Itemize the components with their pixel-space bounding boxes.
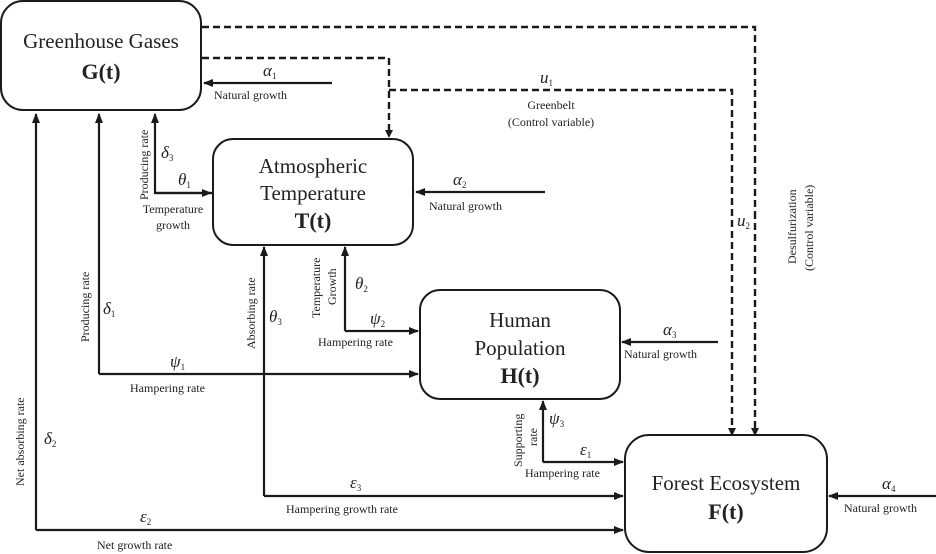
node-greenhouse-gases[interactable]: Greenhouse Gases G(t) — [0, 0, 202, 111]
alpha2-symbol: α2 — [453, 170, 466, 190]
u1-label-line2: (Control variable) — [508, 115, 594, 129]
alpha3-symbol: α3 — [663, 320, 677, 340]
atmospheric-temperature-box — [212, 138, 414, 246]
human-population-variable: H(t) — [500, 363, 539, 388]
theta2-symbol: θ2 — [355, 274, 368, 294]
g-to-t-arrowhead-icon — [385, 130, 393, 138]
u2-label-line2: (Control variable) — [802, 185, 816, 271]
atmospheric-temperature-title-line2: Temperature — [260, 181, 366, 205]
alpha1-label: Natural growth — [214, 88, 287, 102]
epsilon1-symbol: ε1 — [580, 440, 591, 460]
delta2-label: Net absorbing rate — [13, 397, 27, 486]
u2-dashed-line — [202, 25, 757, 432]
u1-label-line1: Greenbelt — [527, 98, 575, 112]
psi2-label: Hampering rate — [318, 335, 393, 349]
epsilon2-symbol: ε2 — [140, 507, 151, 527]
u2-label-line1: Desulfurization — [785, 189, 799, 264]
theta3-label: Absorbing rate — [244, 277, 258, 349]
alpha4-symbol: α4 — [882, 474, 896, 494]
delta1-label: Producing rate — [78, 272, 92, 342]
u2-arrowhead-icon — [751, 428, 759, 436]
alpha1-symbol: α1 — [263, 61, 276, 81]
alpha2-label: Natural growth — [429, 199, 502, 213]
g-to-t-dashed-line — [202, 56, 391, 133]
control-u2-path — [202, 25, 759, 436]
delta3-label: Producing rate — [137, 130, 151, 200]
atmospheric-temperature-variable: T(t) — [295, 208, 332, 233]
node-atmospheric-temperature[interactable]: Atmospheric Temperature T(t) — [212, 138, 414, 246]
greenhouse-gases-variable: G(t) — [81, 59, 120, 84]
psi3-symbol: ψ3 — [549, 409, 565, 429]
atmospheric-temperature-title-line1: Atmospheric — [259, 154, 367, 178]
forest-ecosystem-box — [624, 434, 828, 553]
greenhouse-gases-title: Greenhouse Gases — [23, 29, 179, 53]
forest-ecosystem-variable: F(t) — [708, 499, 743, 524]
theta3-symbol: θ3 — [269, 307, 282, 327]
psi1-symbol: ψ1 — [170, 352, 185, 372]
node-human-population[interactable]: Human Population H(t) — [419, 289, 621, 400]
u2-symbol: u2 — [737, 211, 750, 231]
epsilon1-label: Hampering rate — [525, 466, 600, 480]
psi3-label-line2: rate — [526, 428, 540, 446]
theta1-symbol: θ1 — [178, 170, 191, 190]
alpha4-label: Natural growth — [844, 501, 917, 515]
theta1-label-line1: Temperature — [143, 202, 203, 216]
greenhouse-gases-box — [0, 0, 202, 111]
epsilon3-symbol: ε3 — [350, 473, 362, 493]
psi3-label-line1: Supporting — [511, 414, 525, 467]
human-population-box — [419, 289, 621, 400]
epsilon2-label: Net growth rate — [97, 538, 172, 552]
forest-ecosystem-title: Forest Ecosystem — [652, 471, 801, 495]
delta3-symbol: δ3 — [161, 143, 174, 163]
delta1-symbol: δ1 — [103, 299, 115, 319]
u1-arrowhead-icon — [728, 428, 736, 436]
u1-symbol: u1 — [540, 68, 553, 88]
psi2-symbol: ψ2 — [370, 309, 385, 329]
node-forest-ecosystem[interactable]: Forest Ecosystem F(t) — [624, 434, 828, 553]
u1-dashed-line — [389, 88, 734, 432]
human-population-title-line1: Human — [489, 308, 551, 332]
theta2-label-line1: Temperature — [309, 258, 323, 318]
epsilon3-label: Hampering growth rate — [286, 502, 398, 516]
human-population-title-line2: Population — [474, 336, 566, 360]
psi1-label: Hampering rate — [130, 381, 205, 395]
alpha3-label: Natural growth — [624, 347, 697, 361]
theta2-label-line2: Growth — [325, 268, 339, 305]
theta1-label-line2: growth — [156, 218, 190, 232]
delta2-symbol: δ2 — [44, 429, 56, 449]
control-u1-path — [202, 56, 736, 436]
